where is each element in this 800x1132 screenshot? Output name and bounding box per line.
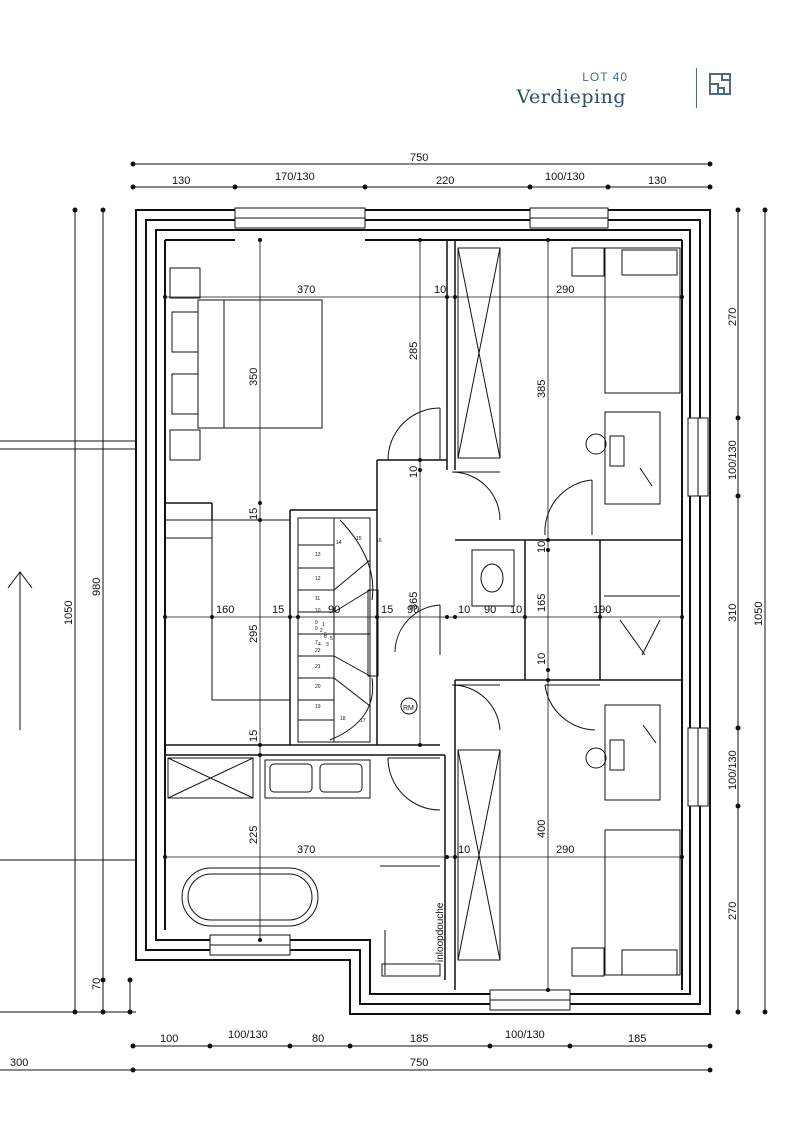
svg-text:100: 100 xyxy=(160,1033,178,1045)
svg-text:13: 13 xyxy=(315,552,321,558)
svg-text:15: 15 xyxy=(381,604,393,616)
svg-text:160: 160 xyxy=(216,604,234,616)
rm-label: RM xyxy=(403,705,414,712)
svg-text:90: 90 xyxy=(328,604,340,616)
interior-walls xyxy=(165,240,682,990)
svg-text:20: 20 xyxy=(315,684,321,690)
svg-text:5: 5 xyxy=(330,636,333,642)
svg-text:80: 80 xyxy=(312,1033,324,1045)
floorplan-icon xyxy=(709,73,731,95)
svg-text:100/130: 100/130 xyxy=(228,1029,268,1041)
svg-text:14: 14 xyxy=(336,540,342,546)
svg-text:185: 185 xyxy=(410,1033,428,1045)
svg-text:1050: 1050 xyxy=(63,601,75,625)
svg-text:220: 220 xyxy=(436,175,454,187)
svg-text:130: 130 xyxy=(172,175,190,187)
svg-text:2: 2 xyxy=(320,628,323,634)
svg-text:165: 165 xyxy=(536,594,548,612)
page-header: LOT 40 Verdieping xyxy=(517,64,740,114)
svg-text:7: 7 xyxy=(315,640,318,646)
svg-text:350: 350 xyxy=(248,368,260,386)
svg-text:750: 750 xyxy=(410,1057,428,1069)
svg-text:10: 10 xyxy=(408,466,420,478)
svg-text:18: 18 xyxy=(340,716,346,722)
svg-text:10: 10 xyxy=(458,604,470,616)
svg-text:10: 10 xyxy=(434,284,446,296)
svg-text:11: 11 xyxy=(315,596,320,602)
svg-text:15: 15 xyxy=(248,508,260,520)
svg-text:130: 130 xyxy=(648,175,666,187)
shower-label: inloopdouche xyxy=(435,902,446,962)
svg-text:12: 12 xyxy=(315,576,321,582)
svg-text:190: 190 xyxy=(593,604,611,616)
outer-dimensions: 750 130 170/130 220 100/130 130 100 100/… xyxy=(10,152,765,1069)
staircase xyxy=(297,517,379,743)
svg-text:10: 10 xyxy=(458,844,470,856)
svg-text:8: 8 xyxy=(324,634,327,640)
svg-text:285: 285 xyxy=(408,342,420,360)
svg-text:4: 4 xyxy=(318,642,321,648)
svg-text:90: 90 xyxy=(407,604,419,616)
svg-text:170/130: 170/130 xyxy=(275,171,315,183)
svg-text:225: 225 xyxy=(248,826,260,844)
svg-text:15: 15 xyxy=(248,730,260,742)
svg-text:400: 400 xyxy=(536,820,548,838)
svg-text:17: 17 xyxy=(360,718,366,724)
svg-text:1050: 1050 xyxy=(753,602,765,626)
svg-text:15: 15 xyxy=(272,604,284,616)
svg-text:310: 310 xyxy=(727,604,739,622)
room-labels: inloopdouche RM xyxy=(403,705,446,962)
svg-text:290: 290 xyxy=(556,844,574,856)
svg-text:19: 19 xyxy=(315,704,321,710)
svg-text:10: 10 xyxy=(510,604,522,616)
svg-text:90: 90 xyxy=(484,604,496,616)
svg-text:6: 6 xyxy=(324,632,327,638)
svg-text:21: 21 xyxy=(315,664,321,670)
svg-text:9: 9 xyxy=(315,620,318,626)
svg-text:10: 10 xyxy=(536,653,548,665)
svg-text:100/130: 100/130 xyxy=(727,440,739,480)
svg-text:370: 370 xyxy=(297,844,315,856)
svg-text:300: 300 xyxy=(10,1057,28,1069)
inner-dimensions: 370 10 290 350 285 385 10 15 10 160 15 9… xyxy=(216,284,611,856)
svg-text:185: 185 xyxy=(628,1033,646,1045)
svg-text:370: 370 xyxy=(297,284,315,296)
svg-text:270: 270 xyxy=(727,308,739,326)
lot-number: LOT 40 xyxy=(582,70,628,84)
svg-text:3: 3 xyxy=(326,642,329,648)
svg-text:15: 15 xyxy=(356,536,362,542)
svg-text:9: 9 xyxy=(315,626,318,632)
svg-text:100/130: 100/130 xyxy=(727,750,739,790)
floor-title: Verdieping xyxy=(516,86,626,108)
svg-text:270: 270 xyxy=(727,902,739,920)
doors xyxy=(387,407,600,811)
svg-text:100/130: 100/130 xyxy=(505,1029,545,1041)
svg-text:295: 295 xyxy=(248,625,260,643)
exterior-walls xyxy=(135,209,711,1015)
svg-text:10: 10 xyxy=(536,541,548,553)
svg-text:290: 290 xyxy=(556,284,574,296)
svg-text:22: 22 xyxy=(315,648,321,654)
terrace xyxy=(0,440,136,1013)
header-divider xyxy=(696,68,697,108)
svg-text:100/130: 100/130 xyxy=(545,171,585,183)
svg-text:70: 70 xyxy=(91,978,103,990)
svg-text:385: 385 xyxy=(536,380,548,398)
windows xyxy=(209,207,709,1011)
stair-numbers: 14 15 16 13 12 11 10 9 9 8 7 6 5 4 3 2 1… xyxy=(315,536,382,724)
svg-text:1: 1 xyxy=(322,622,325,628)
svg-text:980: 980 xyxy=(91,578,103,596)
svg-text:750: 750 xyxy=(410,152,428,164)
svg-text:365: 365 xyxy=(408,592,420,610)
svg-text:10: 10 xyxy=(315,608,321,614)
svg-text:16: 16 xyxy=(376,538,382,544)
